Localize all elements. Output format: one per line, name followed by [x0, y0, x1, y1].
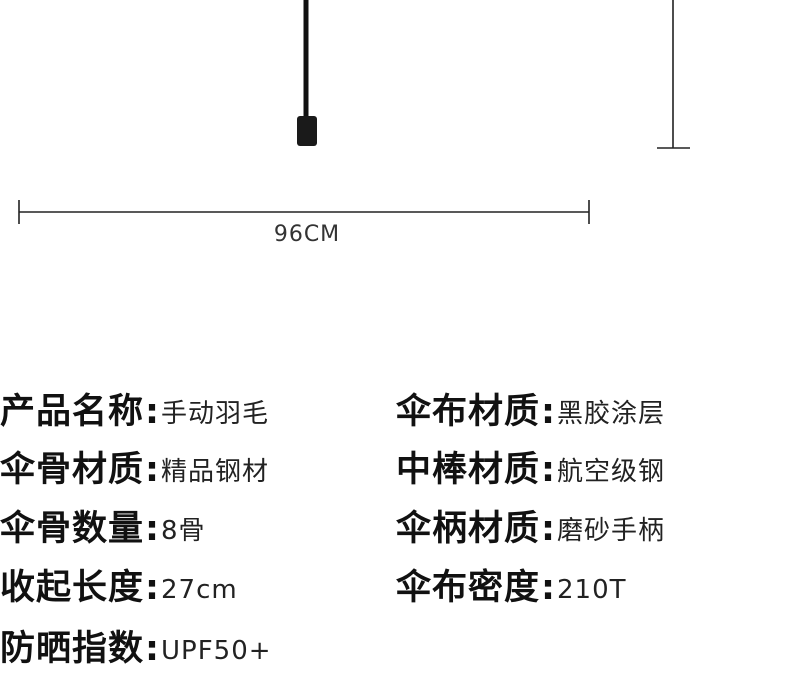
spec-value: 手动羽毛: [161, 399, 270, 429]
spec-value: 磨砂手柄: [557, 516, 666, 546]
spec-key: 收起长度: [0, 568, 145, 608]
spec-key: 伞骨数量: [0, 509, 145, 549]
spec-row-uv-index: 防晒指数:UPF50+: [0, 625, 272, 673]
width-dimension-label: 96CM: [273, 222, 341, 247]
spec-colon: :: [145, 450, 160, 490]
spec-row-product-name: 产品名称:手动羽毛: [0, 388, 269, 436]
spec-colon: :: [145, 568, 160, 608]
spec-row-folded-length: 收起长度:27cm: [0, 564, 238, 612]
spec-colon: :: [541, 450, 556, 490]
spec-row-shaft-material: 中棒材质:航空级钢: [396, 446, 665, 494]
spec-value: 航空级钢: [557, 457, 666, 487]
spec-key: 伞柄材质: [396, 509, 541, 549]
spec-row-rib-count: 伞骨数量:8骨: [0, 505, 206, 553]
umbrella-drawing: [18, 0, 690, 224]
spec-key: 产品名称: [0, 392, 145, 432]
spec-colon: :: [145, 392, 160, 432]
spec-row-handle-material: 伞柄材质:磨砂手柄: [396, 505, 665, 553]
spec-colon: :: [541, 392, 556, 432]
spec-colon: :: [541, 509, 556, 549]
spec-key: 伞骨材质: [0, 450, 145, 490]
spec-row-canopy-material: 伞布材质:黑胶涂层: [396, 388, 665, 436]
spec-value: 精品钢材: [161, 457, 270, 487]
spec-key: 中棒材质: [396, 450, 541, 490]
spec-row-fabric-density: 伞布密度:210T: [396, 564, 627, 612]
spec-key: 伞布材质: [396, 392, 541, 432]
spec-value: UPF50+: [161, 636, 272, 666]
spec-value: 8骨: [161, 516, 206, 546]
spec-colon: :: [145, 629, 160, 669]
spec-value: 27cm: [161, 575, 238, 605]
spec-colon: :: [145, 509, 160, 549]
umbrella-handle: [297, 116, 317, 146]
spec-row-rib-material: 伞骨材质:精品钢材: [0, 446, 269, 494]
spec-key: 伞布密度: [396, 568, 541, 608]
spec-key: 防晒指数: [0, 629, 145, 669]
spec-value: 黑胶涂层: [557, 399, 666, 429]
spec-colon: :: [541, 568, 556, 608]
umbrella-dimension-diagram: 96CM: [0, 0, 790, 260]
spec-value: 210T: [557, 575, 627, 605]
